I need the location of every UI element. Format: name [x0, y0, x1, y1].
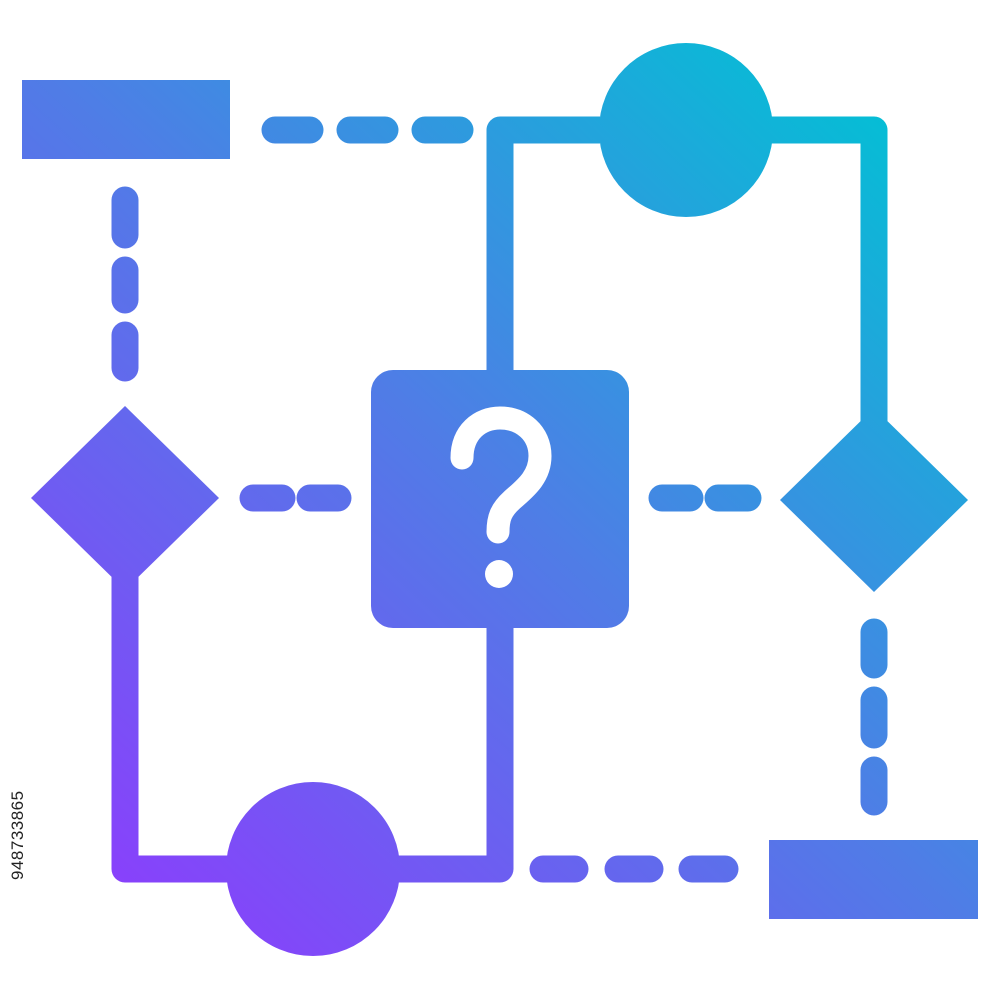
dashed-connectors — [111, 116, 888, 883]
solid-connector-top-circle-to-right-diamond — [770, 116, 888, 425]
process-box-top-left — [22, 80, 230, 159]
solid-connector-left-diamond-to-bottom-circle — [111, 570, 228, 883]
solid-connector-center-to-top-circle — [486, 116, 600, 380]
terminal-circle-bottom — [226, 782, 400, 956]
question-mark-curve — [450, 406, 552, 544]
process-box-bottom-right — [769, 840, 978, 919]
question-mark-dot — [485, 560, 513, 588]
decision-diamond-left — [31, 406, 219, 590]
solid-connector-bottom-circle-to-center — [398, 625, 514, 883]
stock-image-id: 948733865 — [8, 790, 27, 880]
terminal-circle-top — [599, 43, 773, 217]
solid-connectors — [111, 116, 888, 883]
decision-diamond-right — [780, 408, 968, 592]
question-mark-icon — [450, 406, 552, 588]
